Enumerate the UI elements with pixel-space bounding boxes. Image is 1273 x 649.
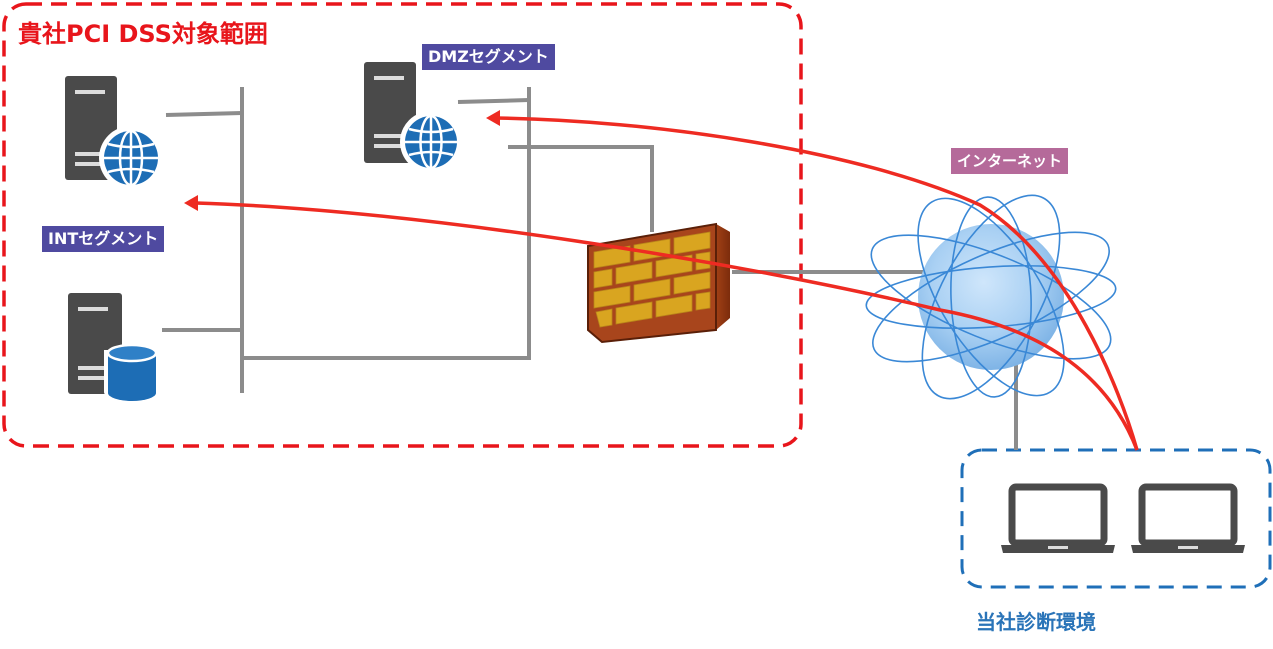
pci-scope-title: 貴社PCI DSS対象範囲: [18, 20, 268, 48]
arrowhead-int: [184, 195, 198, 211]
pci-scope-boundary: [2, 2, 803, 448]
int-web-server: [65, 76, 163, 190]
diagnosis-environment-boundary: [960, 448, 1272, 589]
diagnosis-arrows: [195, 116, 1139, 451]
arrow-to-dmz: [495, 116, 1139, 451]
internet-globe-icon: [865, 194, 1117, 400]
laptop-icon: [1001, 483, 1115, 553]
database-server: [68, 293, 160, 401]
internet-label: インターネット: [951, 148, 1069, 174]
laptop-icon: [1131, 483, 1245, 553]
arrow-to-int: [195, 201, 1139, 451]
globe-icon: [400, 111, 462, 173]
database-icon: [104, 343, 160, 401]
arrow-heads: [184, 110, 500, 211]
int-segment-label: INTセグメント: [42, 226, 165, 252]
globe-icon: [99, 126, 163, 190]
dmz-web-server: [364, 62, 462, 173]
diagnosis-environment-label: 当社診断環境: [976, 610, 1096, 634]
network-lines: [162, 87, 1018, 450]
firewall-icon: [587, 222, 730, 344]
arrowhead-dmz: [486, 110, 500, 126]
dmz-segment-label: DMZセグメント: [422, 44, 555, 70]
